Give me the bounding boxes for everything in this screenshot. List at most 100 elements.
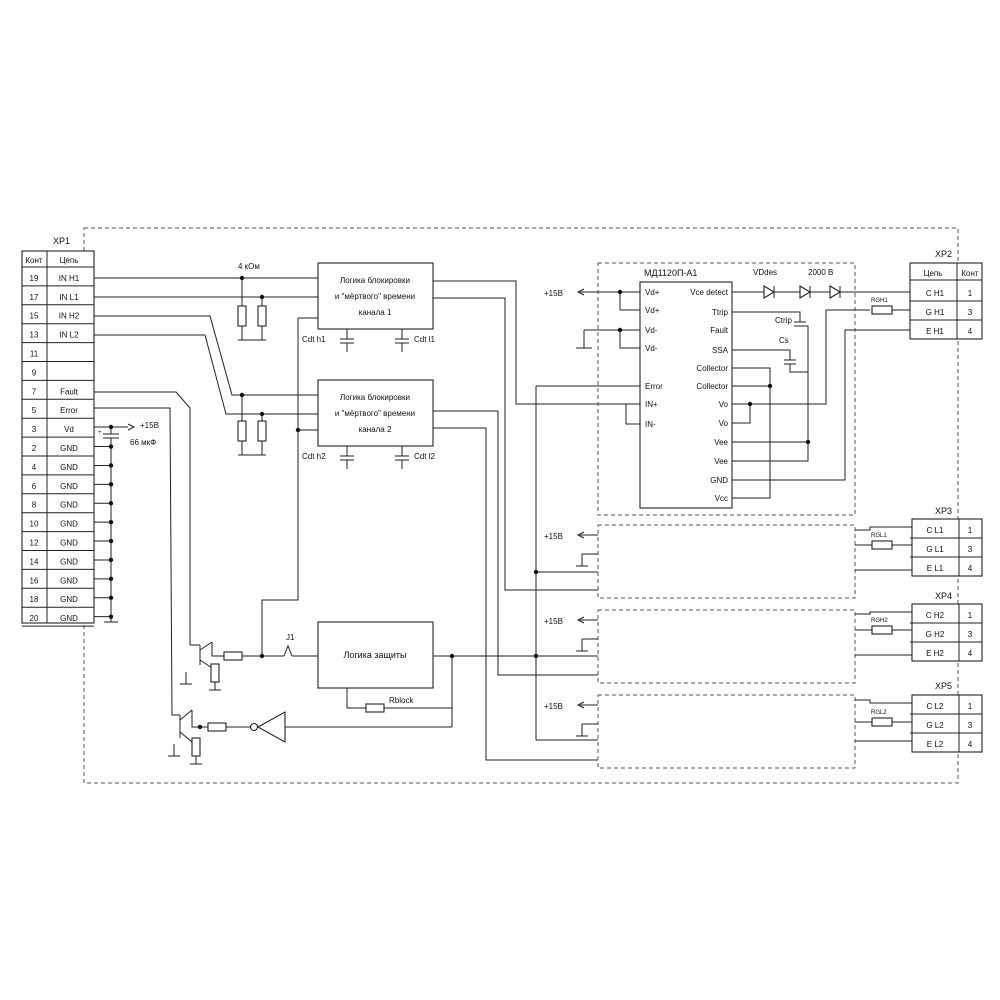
driver-pin-right: Vee (714, 438, 728, 447)
xp1-pin: 20 (30, 614, 39, 623)
resistor-pair-2 (237, 392, 267, 456)
cdt-l1-label: Cdt l1 (414, 335, 435, 344)
xp1-pin: 14 (30, 557, 39, 566)
xp1-net: GND (60, 463, 78, 472)
driver-pin-right: Vce detect (690, 288, 729, 297)
svg-text:+: + (98, 430, 102, 436)
rgh2-resistor (871, 625, 893, 635)
xp1-net: Error (60, 406, 78, 415)
xp5-net: C L2 (927, 702, 944, 711)
driver-pin-left: IN- (645, 420, 656, 429)
xp4-pin: 3 (968, 630, 973, 639)
xp4-net: E H2 (926, 649, 944, 658)
xp5-net: E L2 (927, 740, 944, 749)
driver-title: МД1120П-А1 (644, 268, 697, 278)
xp1-pin: 13 (30, 331, 39, 340)
svg-text:и "мёртвого" времени: и "мёртвого" времени (335, 292, 415, 301)
error-bus (533, 385, 640, 741)
svg-text:Логика блокировки: Логика блокировки (340, 276, 410, 285)
xp1-pin: 17 (30, 293, 39, 302)
logic-output-wires (261, 280, 640, 761)
xp4-pin: 1 (968, 611, 973, 620)
resistor-pair-1: 4 кОм (237, 262, 267, 341)
xp1-net: IN H1 (59, 274, 80, 283)
deadtime-capacitors: Cdt h1 Cdt l1 Cdt h2 Cdt l2 (302, 329, 435, 469)
xp1-pin: 2 (32, 444, 37, 453)
xp1-pin: 15 (30, 312, 39, 321)
svg-text:и "мёртвого" времени: и "мёртвого" времени (335, 409, 415, 418)
xp2-net: C H1 (926, 289, 945, 298)
error-base-resistor (207, 722, 227, 732)
xp2-pin: 3 (968, 308, 973, 317)
xp2-net: E H1 (926, 327, 944, 336)
xp1-net: IN L2 (59, 331, 79, 340)
cdt-l2-label: Cdt l2 (414, 452, 435, 461)
xp1-pin: 12 (30, 539, 39, 548)
svg-text:канала 1: канала 1 (359, 308, 392, 317)
vd-plus-label: +15В (140, 421, 159, 430)
svg-text:+15В: +15В (544, 617, 563, 626)
xp1-pin: 18 (30, 595, 39, 604)
xp1-header-pin: Конт (25, 256, 43, 265)
svg-text:Конт: Конт (961, 269, 979, 278)
svg-text:Rblock: Rblock (389, 696, 414, 705)
driver-module-3: +15В RGH2 (544, 609, 912, 684)
xp1-pin: 19 (30, 274, 39, 283)
svg-text:Cs: Cs (779, 336, 789, 345)
xp1-header-net: Цепь (60, 256, 79, 265)
cdt-h2-label: Cdt h2 (302, 452, 326, 461)
logic-block-channel-1: Логика блокировки и "мёртвого" времени к… (317, 262, 434, 330)
svg-text:Ctrip: Ctrip (775, 316, 792, 325)
xp5-pin: 3 (968, 721, 973, 730)
svg-text:XP5: XP5 (935, 681, 952, 691)
cdt-h1-label: Cdt h1 (302, 335, 326, 344)
xp3-net: C L1 (927, 526, 944, 535)
svg-text:канала 2: канала 2 (359, 425, 392, 434)
driver-output-wiring: RGH1 (732, 298, 910, 499)
logic-block-channel-2: Логика блокировки и "мёртвого" времени к… (317, 379, 434, 447)
board-outline (83, 227, 959, 784)
xp2-net: G H1 (926, 308, 945, 317)
rgl2-resistor (871, 717, 893, 727)
xp3-net: E L1 (927, 564, 944, 573)
xp1-pin: 3 (32, 425, 37, 434)
driver-module-4: +15В RGL2 (544, 694, 912, 769)
driver-pin-right: Collector (696, 382, 728, 391)
vd-cap-label: 66 мкФ (130, 438, 156, 447)
xp4-net: G H2 (926, 630, 945, 639)
xp1-pin: 5 (32, 406, 37, 415)
fault-pulldown-resistor (210, 663, 220, 683)
jumper-j1: J1 (259, 633, 318, 659)
svg-text:2000 В: 2000 В (808, 268, 833, 277)
rgh1-resistor (871, 305, 893, 315)
xp1-net: GND (60, 501, 78, 510)
svg-text:RGL1: RGL1 (871, 533, 887, 539)
xp1-net: GND (60, 557, 78, 566)
input-wires (94, 277, 318, 415)
driver-pin-left: Error (645, 382, 663, 391)
xp1-net: Fault (60, 387, 79, 396)
xp4-pin: 4 (968, 649, 973, 658)
driver-pin-right: Vee (714, 457, 728, 466)
svg-text:Логика защиты: Логика защиты (343, 650, 406, 660)
driver-pin-right: Vo (719, 400, 729, 409)
driver-pin-left: Vd- (645, 344, 658, 353)
driver-pin-left: Vd- (645, 326, 658, 335)
svg-text:RGH2: RGH2 (871, 618, 888, 624)
svg-text:+15В: +15В (544, 702, 563, 711)
driver-pin-right: Collector (696, 364, 728, 373)
protection-logic-block: Логика защиты (317, 621, 434, 689)
xp1-net: GND (60, 576, 78, 585)
xp3-net: G L1 (926, 545, 944, 554)
driver-supply: +15В (544, 288, 640, 425)
xp1-pin: 4 (32, 463, 37, 472)
xp1-net: GND (60, 482, 78, 491)
